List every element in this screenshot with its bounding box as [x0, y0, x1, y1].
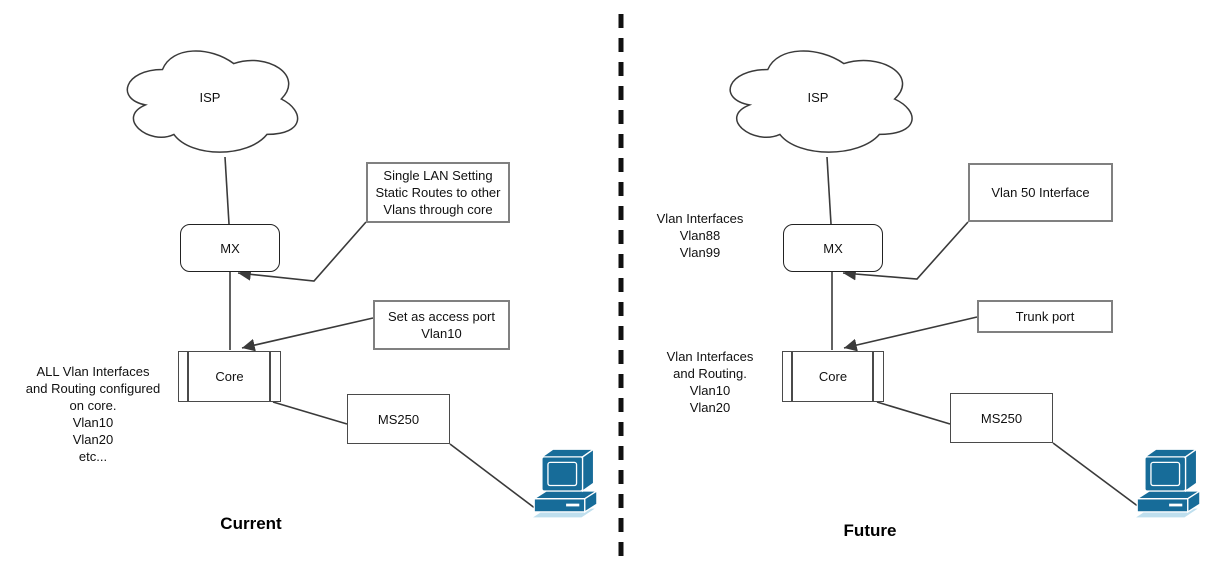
core-port-bar-left: [187, 352, 189, 401]
caption-current: Current: [220, 514, 282, 533]
connector-ms-pc-future: [1052, 442, 1144, 511]
leader-mx-callout-current: [237, 221, 367, 282]
core-label-current: Core: [215, 369, 244, 384]
core-node-current: Core: [178, 351, 281, 402]
isp-label-current: ISP: [199, 89, 221, 105]
pc-icon-current: [532, 448, 598, 519]
caption-future: Future: [843, 521, 897, 540]
core-note-current: ALL Vlan Interfaces and Routing configur…: [25, 364, 161, 464]
leader-core-callout-future: [843, 316, 978, 352]
core-port-bar-right: [269, 352, 271, 401]
core-callout-current: Set as access port Vlan10: [373, 300, 510, 350]
ms250-node-future: MS250: [950, 393, 1053, 443]
connector-isp-mx-future: [826, 156, 832, 225]
connector-ms-pc-current: [449, 443, 541, 513]
mx-note-future: Vlan Interfaces Vlan88 Vlan99: [656, 211, 744, 260]
core-port-bar-left: [791, 352, 793, 401]
pc-icon-future: [1135, 448, 1201, 519]
core-callout-future: Trunk port: [977, 300, 1113, 333]
leader-core-callout-current: [241, 317, 374, 352]
connector-isp-mx-current: [224, 156, 230, 225]
connector-core-ms-future: [876, 401, 951, 425]
leader-mx-callout-future: [842, 221, 969, 281]
mx-node-future: MX: [783, 224, 883, 272]
core-label-future: Core: [818, 369, 848, 384]
connector-core-ms-current: [272, 401, 348, 425]
isp-label-future: ISP: [807, 89, 829, 105]
mx-callout-current: Single LAN Setting Static Routes to othe…: [366, 162, 510, 223]
core-port-bar-right: [872, 352, 874, 401]
isp-cloud-current: [126, 50, 299, 153]
core-node-future: Core: [782, 351, 884, 402]
ms250-node-current: MS250: [347, 394, 450, 444]
mx-node-current: MX: [180, 224, 280, 272]
mx-callout-future: Vlan 50 Interface: [968, 163, 1113, 222]
core-note-future: Vlan Interfaces and Routing. Vlan10 Vlan…: [666, 349, 754, 415]
isp-cloud-future: [729, 50, 913, 153]
